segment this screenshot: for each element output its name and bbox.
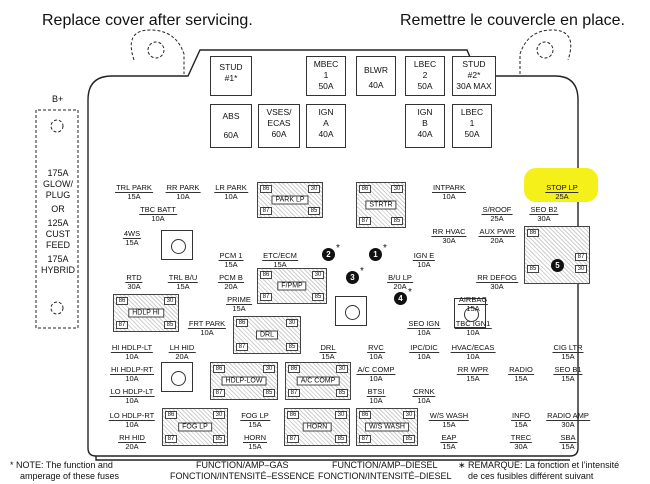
side-or: OR bbox=[51, 204, 65, 214]
diode-socket-2 bbox=[335, 296, 367, 326]
side-glow: GLOW/ bbox=[42, 179, 73, 189]
circle-2: 2 bbox=[322, 248, 335, 261]
side-amp2: 125A bbox=[47, 218, 69, 228]
side-feed: FEED bbox=[45, 240, 70, 250]
diode-socket-3 bbox=[161, 362, 193, 392]
stop-lp-highlight bbox=[524, 168, 598, 202]
side-amp1: 175A bbox=[47, 168, 69, 178]
diode-socket-1 bbox=[161, 230, 193, 260]
side-plug: PLUG bbox=[45, 190, 71, 200]
header-right: Remettre le couvercle en place. bbox=[400, 12, 625, 29]
side-hybrid: HYBRID bbox=[40, 265, 75, 275]
diode-socket-4 bbox=[454, 298, 486, 328]
maxi-fuse-stud1: STUD#1* bbox=[210, 56, 252, 96]
circle-3: 3 bbox=[346, 271, 359, 284]
side-cust: CUST bbox=[45, 229, 71, 239]
side-amp3: 175A bbox=[47, 254, 69, 264]
circle-1: 1 bbox=[369, 248, 382, 261]
circle-4: 4 bbox=[394, 292, 407, 305]
circle-5: 5 bbox=[551, 259, 564, 272]
maxi-fuse-stud2: STUD#2*30A MAX bbox=[452, 56, 496, 96]
side-block: 175A GLOW/ PLUG OR 125A CUST FEED 175A H… bbox=[38, 168, 78, 276]
header-left: Replace cover after servicing. bbox=[42, 12, 253, 29]
bplus-label: B+ bbox=[52, 94, 64, 104]
